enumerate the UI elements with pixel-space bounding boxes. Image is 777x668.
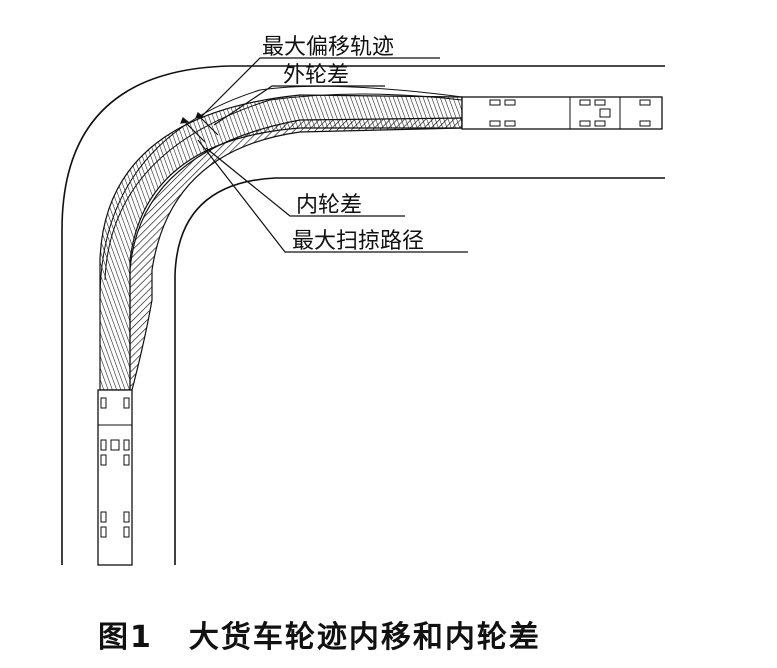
horizontal-truck — [461, 96, 663, 130]
outer-track-line-1 — [99, 85, 463, 301]
road-outer-edge — [61, 65, 665, 565]
vertical-truck — [97, 389, 133, 566]
label-max-sweep-path: 最大扫掠路径 — [292, 229, 424, 254]
outer-track-line-2 — [104, 93, 463, 281]
label-outer-wheel-diff: 外轮差 — [283, 63, 349, 88]
label-inner-wheel-diff: 内轮差 — [296, 193, 362, 218]
caption-title: 大货车轮迹内移和内轮差 — [188, 620, 541, 655]
figure-caption: 图1 大货车轮迹内移和内轮差 — [0, 612, 777, 656]
caption-number: 图1 — [98, 620, 153, 655]
leader-lines — [197, 57, 468, 253]
label-max-offset-track: 最大偏移轨迹 — [262, 35, 394, 60]
inner-wheel-band — [129, 117, 463, 391]
road-inner-edge — [174, 177, 665, 565]
dimension-arrows — [180, 112, 219, 143]
